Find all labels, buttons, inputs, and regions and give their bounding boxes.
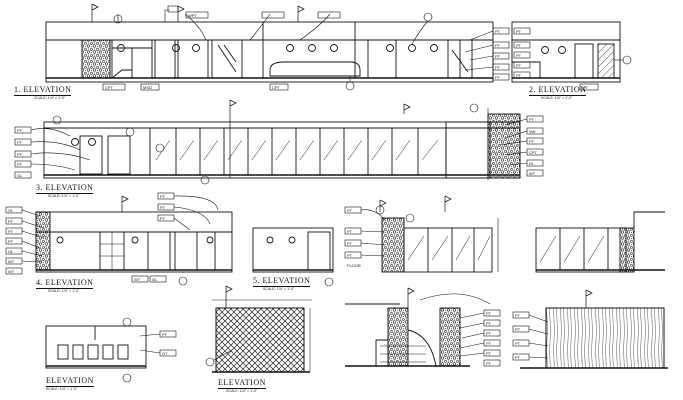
e2-tag-2: PT xyxy=(516,43,522,48)
elevation-2-leaders xyxy=(513,27,632,91)
e2-tag-5: PT xyxy=(516,73,522,78)
flag-markers xyxy=(91,3,593,308)
elevation-7-scale: SCALE: 1/4" = 1'-0" xyxy=(226,389,258,393)
e4-top-tag-2: PT xyxy=(160,205,166,210)
elevation-1-scale: SCALE: 1/4" = 1'-0" xyxy=(34,96,66,100)
elevation-4-drawing xyxy=(35,211,233,273)
e1-tag-1: PT xyxy=(495,29,501,34)
e2-tag-4: PT xyxy=(516,63,522,68)
e4-left-tag-3: PT xyxy=(8,229,14,234)
elevation-2-drawing xyxy=(511,21,621,83)
e9-tag-3: PT xyxy=(515,341,521,346)
e8-tag-5: PT xyxy=(486,351,492,356)
elevation-3-scale: SCALE: 1/4" = 1'-0" xyxy=(48,194,80,198)
e4-top-tag-1: PT xyxy=(160,194,166,199)
elevation-6-title: ELEVATION xyxy=(46,376,94,387)
elevation-7-title: ELEVATION xyxy=(218,378,266,389)
elevation-6-drawing xyxy=(45,325,147,369)
e3-left-tag-1: PT xyxy=(17,128,23,133)
e4-left-tag-6: WT xyxy=(8,259,15,264)
e8-tag-2: PT xyxy=(486,321,492,326)
e3-left-tag-4: PT xyxy=(17,162,23,167)
e2-tag-1: PT xyxy=(516,29,522,34)
small-label-3: CPT xyxy=(272,85,281,90)
elevation-4-scale: SCALE: 1/4" = 1'-0" xyxy=(48,289,80,293)
e4-bottom-tag-2: GL xyxy=(152,277,158,282)
elevation-5-drawing xyxy=(252,217,499,273)
elevation-3-drawing xyxy=(43,108,521,180)
elevation-9-leaders xyxy=(512,311,549,361)
elevation-2-title: 2. ELEVATION xyxy=(529,85,587,96)
e4-top-tag-3: PT xyxy=(160,216,166,221)
e3-right-tag-4: CPT xyxy=(529,150,538,155)
elevation-2-scale: SCALE: 1/4" = 1'-0" xyxy=(541,96,573,100)
elevation-6-scale: SCALE: 1/4" = 1'-0" xyxy=(46,387,78,391)
e3-right-tag-3: PT xyxy=(529,139,535,144)
e6-tag-1: PT xyxy=(162,332,168,337)
e4-left-tag-2: PT xyxy=(8,219,14,224)
e3-left-tag-5: GL xyxy=(17,173,23,178)
e5-tag-3: PT xyxy=(347,241,353,246)
small-label-4: WPT xyxy=(188,13,197,18)
e5-tag-4: PT xyxy=(347,253,353,258)
e4-left-tag-5: GL xyxy=(8,249,14,254)
e8-tag-4: PT xyxy=(486,341,492,346)
e8-tag-6: PT xyxy=(486,361,492,366)
elevation-5-title: 5. ELEVATION xyxy=(253,276,311,287)
e1-tag-5: PT xyxy=(495,75,501,80)
elevation-5-scale: SCALE: 1/4" = 1'-0" xyxy=(263,287,295,291)
e1-tag-3: PT xyxy=(495,54,501,59)
elevation-6-right-drawing xyxy=(535,211,665,273)
e9-tag-4: PT xyxy=(515,355,521,360)
elevation-1-drawing xyxy=(45,21,494,83)
e4-left-tag-1: GL xyxy=(8,208,14,213)
elevation-1-title: 1. ELEVATION xyxy=(14,85,72,96)
e5-tag-2: PT xyxy=(347,229,353,234)
e3-right-tag-6: WT xyxy=(529,171,536,176)
e3-left-tag-2: PT xyxy=(17,140,23,145)
e4-bottom-tag-1: WT xyxy=(134,277,141,282)
elevation-4-title: 4. ELEVATION xyxy=(36,278,94,289)
e9-tag-1: PT xyxy=(515,313,521,318)
elevation-1-leaders xyxy=(102,5,510,91)
elevation-8-drawing xyxy=(345,303,470,367)
elevation-7-drawing xyxy=(212,299,312,373)
e3-left-tag-3: PT xyxy=(17,152,23,157)
elevation-4-leaders xyxy=(5,192,219,286)
e2-tag-6: PT xyxy=(583,85,589,90)
elevation-3-leaders xyxy=(14,103,544,185)
small-label-1: CPT xyxy=(105,85,114,90)
e1-tag-4: PT xyxy=(495,65,501,70)
e9-tag-2: PT xyxy=(515,327,521,332)
e3-right-tag-2: SW xyxy=(529,129,536,134)
e3-right-tag-5: GL xyxy=(529,161,535,166)
e6-tag-2: GT xyxy=(162,351,168,356)
elevation-6-leaders xyxy=(122,317,177,383)
small-label-2: MSG xyxy=(143,85,152,90)
e8-tag-1: PT xyxy=(486,311,492,316)
elevation-8-leaders xyxy=(419,293,501,367)
e8-tag-3: PT xyxy=(486,331,492,336)
elevation-9-drawing xyxy=(520,307,668,369)
e1-tag-2: PT xyxy=(495,43,501,48)
elevation-7-leaders xyxy=(205,349,233,367)
elevation-5-leaders xyxy=(324,205,415,287)
e4-left-tag-7: WT xyxy=(8,269,15,274)
e4-left-tag-4: PT xyxy=(8,239,14,244)
e2-tag-3: PT xyxy=(516,53,522,58)
e5-note: FLOOR xyxy=(347,263,361,268)
elevation-3-title: 3. ELEVATION xyxy=(36,183,94,194)
e5-tag-1: PT xyxy=(347,208,353,213)
e3-right-tag-1: PT xyxy=(529,117,535,122)
